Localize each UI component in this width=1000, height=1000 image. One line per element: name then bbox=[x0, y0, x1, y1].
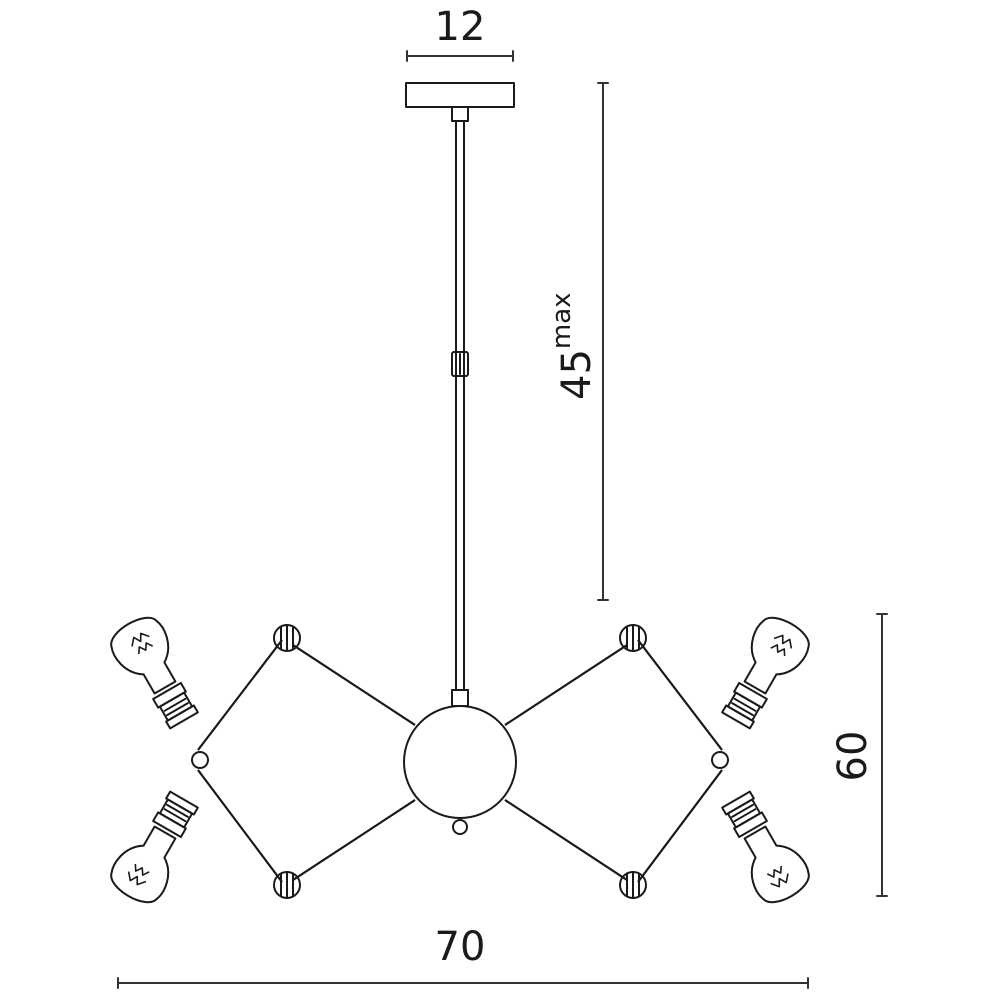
elbow-joint-upper-left bbox=[273, 624, 301, 652]
elbow-joint-upper-right bbox=[619, 624, 647, 652]
svg-text:45max: 45max bbox=[547, 292, 600, 400]
bulb-lower-left bbox=[110, 790, 199, 904]
drop-height-label: 45 bbox=[554, 349, 600, 400]
fixture-width-label: 70 bbox=[435, 924, 486, 970]
elbow-joint-lower-right bbox=[619, 871, 647, 899]
dimension-fixture-height: 60 bbox=[830, 613, 888, 897]
elbow-joint-lower-left bbox=[273, 871, 301, 899]
ceiling-canopy bbox=[405, 82, 515, 122]
dimension-fixture-width: 70 bbox=[117, 924, 809, 989]
central-hub bbox=[403, 705, 517, 835]
socket-joint-right bbox=[711, 751, 729, 769]
bulb-upper-left bbox=[110, 616, 199, 730]
socket-joint-left bbox=[191, 751, 209, 769]
elbow-joints bbox=[273, 624, 647, 899]
fixture-height-label: 60 bbox=[830, 731, 876, 782]
drop-height-suffix: max bbox=[547, 292, 577, 349]
canopy-width-label: 12 bbox=[435, 4, 486, 50]
bulb-lower-right bbox=[721, 790, 810, 904]
bulb-upper-right bbox=[721, 616, 810, 730]
dimension-drop-height: 45max bbox=[547, 82, 609, 601]
suspension-rod bbox=[451, 120, 469, 707]
dimension-canopy-width: 12 bbox=[406, 4, 514, 62]
arms bbox=[197, 639, 723, 883]
